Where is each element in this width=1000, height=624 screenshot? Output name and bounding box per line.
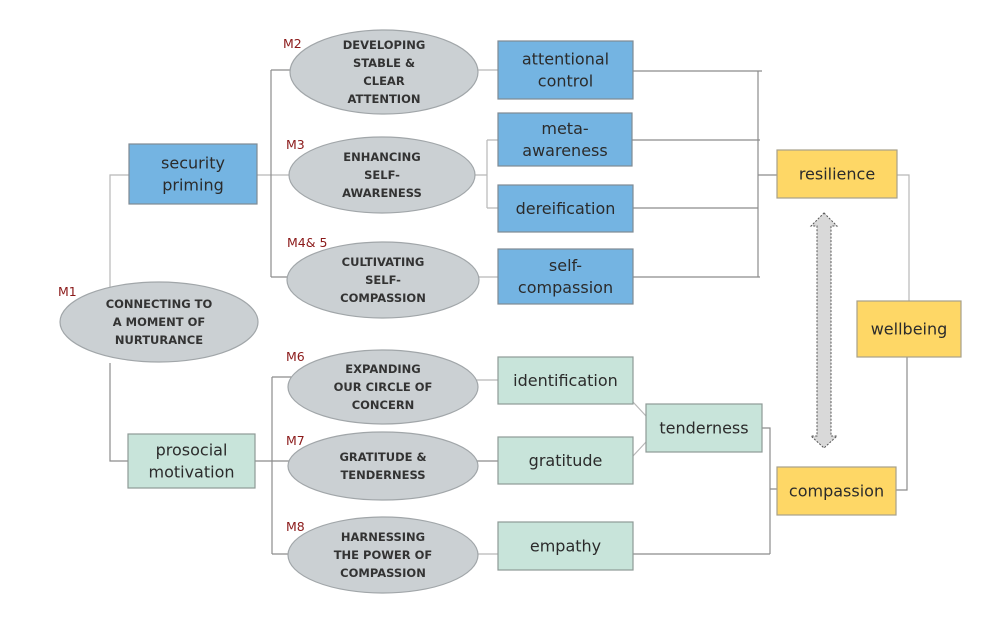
module-title: CONNECTING TO: [106, 297, 213, 311]
connector-prosocial-branch: [255, 376, 292, 555]
module-title: COMPASSION: [340, 566, 426, 580]
wellbeing-label: wellbeing: [871, 320, 948, 339]
module-title: EXPANDING: [345, 362, 421, 376]
module-number-label: M4& 5: [287, 235, 327, 250]
module-number-label: M2: [283, 36, 302, 51]
dereification-label: dereification: [516, 199, 616, 218]
module-title: CLEAR: [363, 74, 405, 88]
module-ellipse: [287, 349, 479, 425]
module-ellipse: [289, 29, 479, 115]
empathy-label: empathy: [530, 537, 601, 556]
gratitude-box-shape: [497, 436, 634, 485]
module-m2: M2 DEVELOPING STABLE & CLEAR ATTENTION: [283, 29, 479, 115]
security-priming-label: priming: [162, 176, 224, 195]
meta-awareness-box-shape: [497, 112, 633, 167]
connector-gratitude-tenderness: [632, 441, 647, 457]
tenderness-box: tenderness: [645, 403, 763, 453]
gratitude-box: gratitude: [497, 436, 634, 485]
module-title: STABLE &: [353, 56, 415, 70]
module-title: ATTENTION: [348, 92, 421, 106]
self-compassion-label: compassion: [518, 278, 613, 297]
connector-m1-security: [109, 174, 129, 292]
meta-awareness-label: awareness: [522, 141, 607, 160]
attentional-control-box: attentional control: [497, 40, 634, 100]
prosocial-motivation-box-shape: [127, 433, 256, 489]
resilience-label: resilience: [799, 165, 875, 184]
module-number-label: M7: [286, 433, 305, 448]
prosocial-motivation-label: prosocial: [156, 441, 228, 460]
prosocial-motivation-label: motivation: [148, 463, 234, 482]
meta-awareness-label: meta-: [541, 119, 588, 138]
module-title: GRATITUDE &: [339, 450, 426, 464]
module-title: DEVELOPING: [343, 38, 426, 52]
compassion-box-shape: [776, 466, 897, 516]
module-title: COMPASSION: [340, 291, 426, 305]
resilience-box: resilience: [776, 149, 898, 199]
module-m45: M4& 5 CULTIVATING SELF- COMPASSION: [286, 235, 480, 319]
module-number-label: M8: [286, 519, 305, 534]
connectors: [109, 69, 910, 555]
bidirectional-arrow-icon: [809, 212, 839, 449]
module-title: SELF-: [364, 168, 400, 182]
module-ellipse: [288, 136, 476, 214]
module-number-label: M6: [286, 349, 305, 364]
module-title: THE POWER OF: [334, 548, 433, 562]
connector-m1-prosocial: [109, 363, 129, 462]
prosocial-motivation-box: prosocial motivation: [127, 433, 256, 489]
gratitude-label: gratitude: [529, 451, 603, 470]
wellbeing-box: wellbeing: [856, 300, 962, 358]
empathy-box-shape: [497, 521, 634, 571]
connector-resilience-wellbeing: [897, 174, 910, 301]
tenderness-box-shape: [645, 403, 763, 453]
empathy-box: empathy: [497, 521, 634, 571]
self-compassion-box-shape: [497, 248, 634, 305]
connector-compassion-wellbeing: [896, 357, 908, 491]
self-compassion-label: self-: [549, 256, 582, 275]
module-title: ENHANCING: [343, 150, 420, 164]
module-title: A MOMENT OF: [113, 315, 206, 329]
module-number-label: M3: [286, 137, 305, 152]
module-number-label: M1: [58, 284, 77, 299]
module-title: AWARENESS: [342, 186, 422, 200]
resilience-box-shape: [776, 149, 898, 199]
attentional-control-label: control: [538, 72, 593, 91]
module-title: CONCERN: [352, 398, 415, 412]
connector-m3-split: [474, 139, 498, 209]
dereification-box-shape: [497, 184, 634, 233]
dereification-box: dereification: [497, 184, 634, 233]
security-priming-box: security priming: [128, 143, 258, 205]
module-title: CULTIVATING: [342, 255, 425, 269]
module-ellipse: [286, 241, 480, 319]
connector-identification-tenderness: [632, 401, 647, 417]
module-title: NURTURANCE: [115, 333, 203, 347]
module-ellipse: [287, 516, 479, 594]
module-ellipse: [59, 281, 259, 363]
module-title: OUR CIRCLE OF: [334, 380, 433, 394]
wellbeing-box-shape: [856, 300, 962, 358]
attentional-control-label: attentional: [522, 50, 609, 69]
self-compassion-box: self-compassion: [497, 248, 634, 305]
module-title: TENDERNESS: [340, 468, 425, 482]
security-priming-box-shape: [128, 143, 258, 205]
identification-label: identification: [513, 371, 618, 390]
identification-box: identification: [497, 356, 634, 405]
connector-to-compassion: [633, 427, 777, 555]
compassion-box: compassion: [776, 466, 897, 516]
module-title: SELF-: [365, 273, 401, 287]
module-title: HARNESSING: [341, 530, 425, 544]
security-priming-label: security: [161, 154, 225, 173]
identification-box-shape: [497, 356, 634, 405]
compassion-label: compassion: [789, 482, 884, 501]
attentional-control-box-shape: [497, 40, 634, 100]
tenderness-label: tenderness: [659, 419, 748, 438]
module-ellipse: [287, 431, 479, 501]
meta-awareness-box: meta-awareness: [497, 112, 633, 167]
connector-skills-resilience: [632, 70, 777, 278]
